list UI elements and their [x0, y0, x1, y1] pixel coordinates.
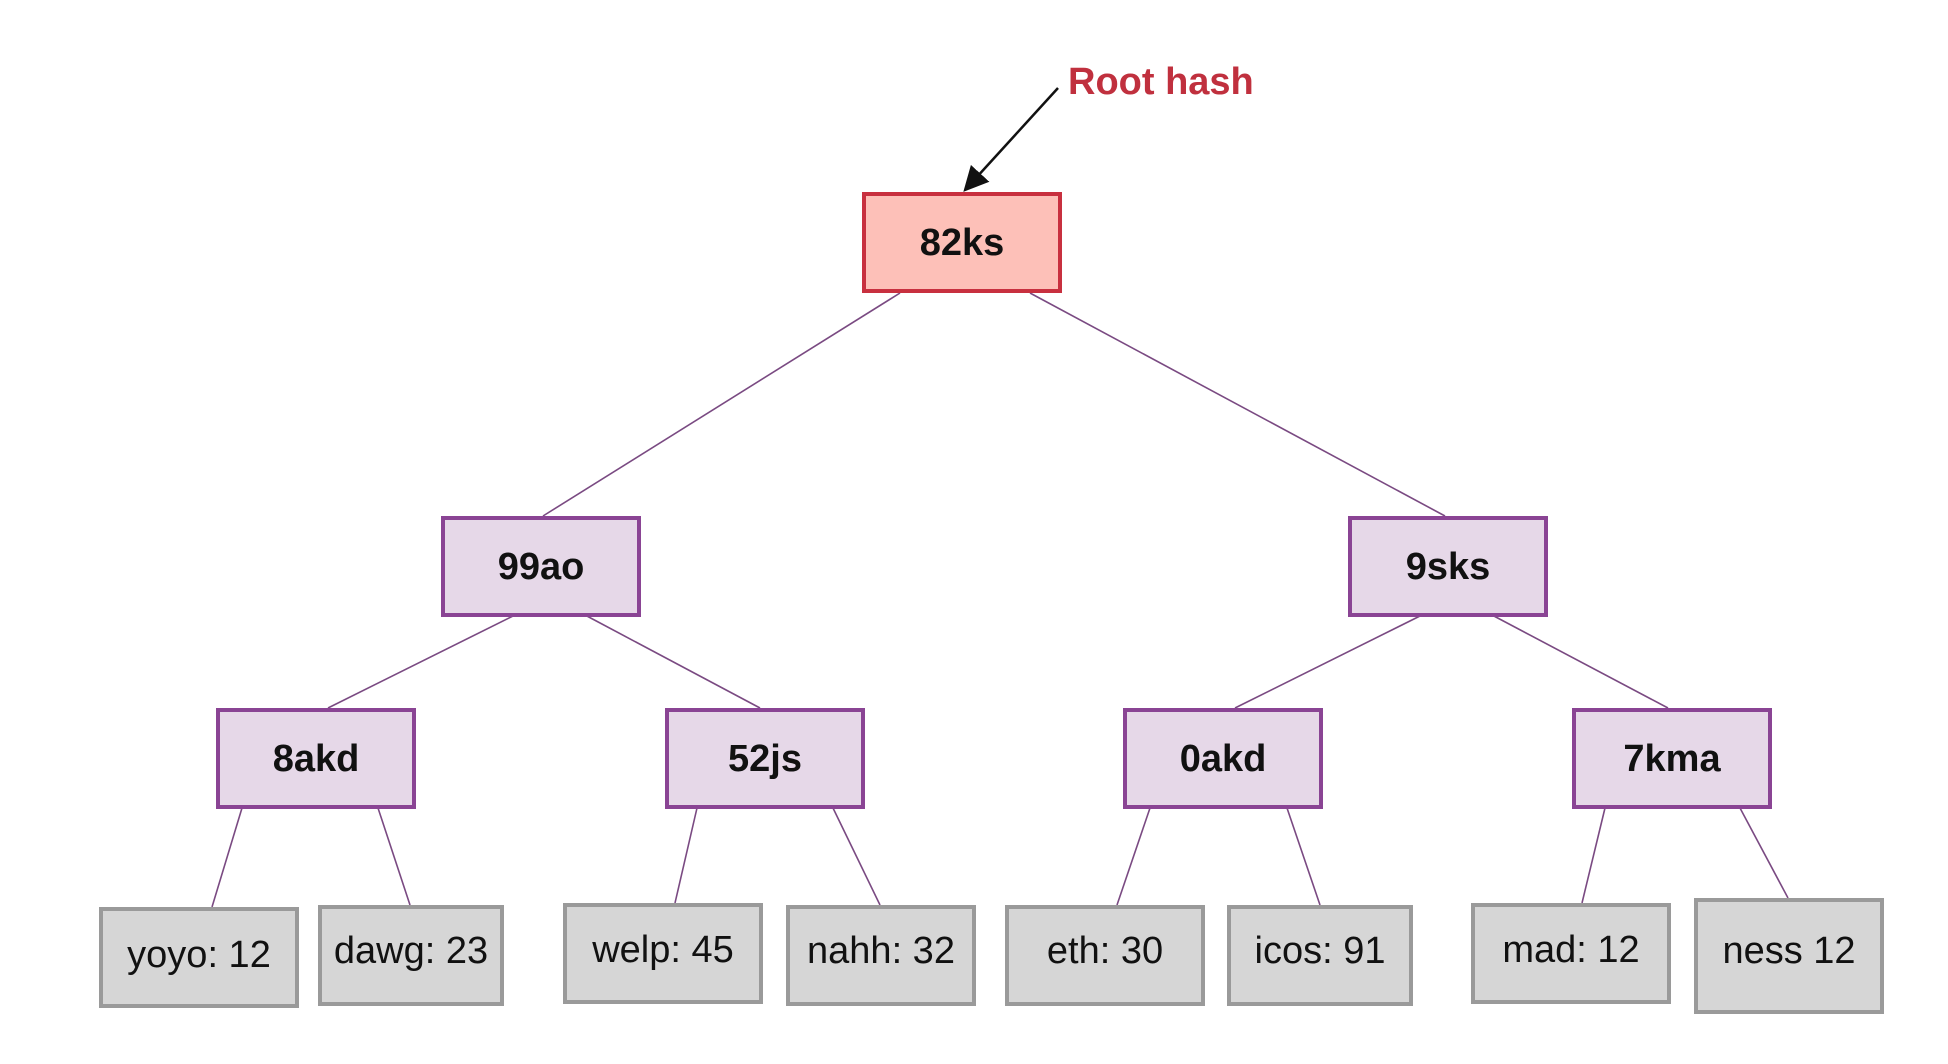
hash-node-52js: 52js	[665, 708, 865, 809]
leaf-node-box	[1471, 903, 1671, 1004]
hash-node-7kma: 7kma	[1572, 708, 1772, 809]
leaf-node-box	[786, 905, 976, 1006]
leaf-node-box	[1694, 898, 1884, 1014]
edge-7kma-mad	[1581, 807, 1606, 904]
leaf-node-label: eth: 30	[1047, 930, 1163, 972]
edge-52js-welp	[674, 807, 698, 904]
edge-root-left	[542, 292, 901, 517]
hash-node-99ao: 99ao	[441, 516, 641, 617]
edge-52js-nahh	[832, 807, 881, 906]
leaf-node-ness: ness 12	[1694, 898, 1884, 1014]
leaf-node-box	[99, 907, 299, 1008]
leaf-node-icos: icos: 91	[1227, 905, 1413, 1006]
hash-node-box	[1123, 708, 1323, 809]
leaf-node-eth: eth: 30	[1005, 905, 1205, 1006]
root-node-box	[862, 192, 1062, 293]
hash-node-label: 9sks	[1406, 546, 1491, 588]
hash-node-label: 7kma	[1623, 738, 1721, 780]
edge-8akd-dawg	[377, 807, 411, 906]
root-node: 82ks	[862, 192, 1062, 293]
root-hash-annotation: Root hash	[1068, 61, 1254, 103]
leaf-node-mad: mad: 12	[1471, 903, 1671, 1004]
hash-node-box	[1348, 516, 1548, 617]
hash-node-box	[665, 708, 865, 809]
leaf-node-yoyo: yoyo: 12	[99, 907, 299, 1008]
leaf-node-label: welp: 45	[591, 929, 734, 971]
edge-7kma-ness	[1739, 807, 1789, 899]
leaf-node-label: yoyo: 12	[127, 934, 271, 976]
edge-right-7kma	[1491, 614, 1669, 709]
hash-node-label: 99ao	[498, 546, 585, 588]
edge-0akd-icos	[1286, 807, 1321, 906]
hash-node-label: 8akd	[273, 738, 360, 780]
edge-root-right	[1029, 292, 1446, 517]
hash-node-box	[216, 708, 416, 809]
hash-node-label: 0akd	[1180, 738, 1267, 780]
edge-right-0akd	[1234, 614, 1423, 709]
hash-node-8akd: 8akd	[216, 708, 416, 809]
leaf-node-box	[1227, 905, 1413, 1006]
leaf-node-label: ness 12	[1722, 930, 1855, 972]
edge-left-52js	[584, 614, 761, 709]
edge-0akd-eth	[1116, 807, 1151, 906]
hash-node-label: 52js	[728, 738, 802, 780]
leaf-node-box	[1005, 905, 1205, 1006]
leaf-node-label: mad: 12	[1502, 929, 1639, 971]
root-pointer-arrow	[963, 87, 1059, 192]
hash-node-0akd: 0akd	[1123, 708, 1323, 809]
leaf-node-welp: welp: 45	[563, 903, 763, 1004]
root-node-label: 82ks	[920, 222, 1005, 264]
leaf-node-label: nahh: 32	[807, 930, 955, 972]
leaf-node-label: icos: 91	[1255, 930, 1386, 972]
leaf-node-label: dawg: 23	[334, 930, 488, 972]
leaf-node-nahh: nahh: 32	[786, 905, 976, 1006]
tree-edges	[211, 292, 1789, 908]
hash-node-box	[1572, 708, 1772, 809]
hash-node-box	[441, 516, 641, 617]
edge-8akd-yoyo	[211, 807, 243, 908]
hash-node-9sks: 9sks	[1348, 516, 1548, 617]
edge-left-8akd	[327, 614, 516, 709]
leaf-node-dawg: dawg: 23	[318, 905, 504, 1006]
leaf-node-box	[563, 903, 763, 1004]
leaf-node-box	[318, 905, 504, 1006]
